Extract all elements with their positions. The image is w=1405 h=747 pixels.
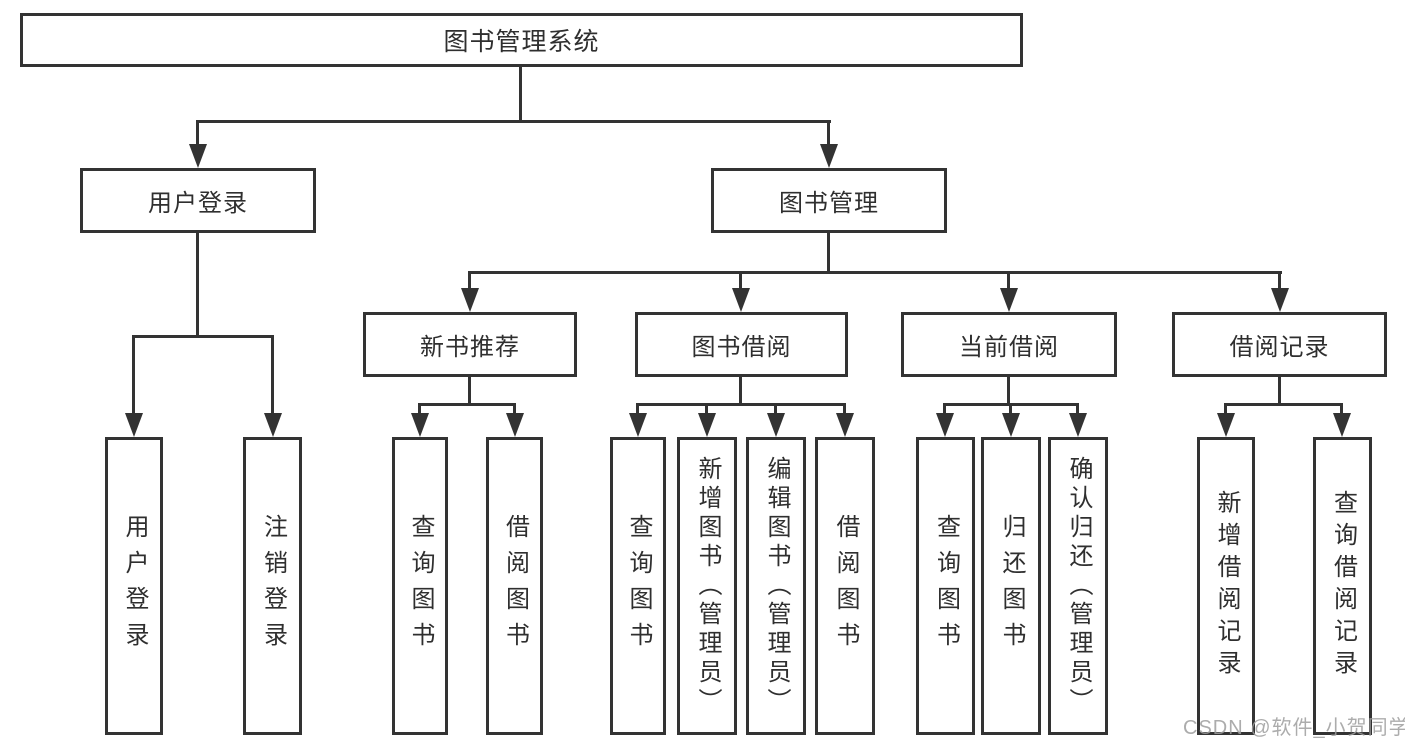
arrowhead-down-icon	[264, 413, 282, 437]
arrowhead-down-icon	[1002, 413, 1020, 437]
connector-line	[1224, 403, 1227, 413]
arrowhead-down-icon	[629, 413, 647, 437]
node-book-borrow: 图书借阅	[635, 312, 848, 377]
leaf-label: 查询借阅记录	[1329, 490, 1357, 682]
leaf-label: 用户登录	[121, 514, 148, 658]
connector-line	[827, 120, 830, 144]
leaf-label: 查询图书	[407, 514, 434, 658]
arrowhead-down-icon	[1069, 413, 1087, 437]
leaf-label: 归还图书	[998, 514, 1025, 658]
arrowhead-down-icon	[189, 144, 207, 168]
arrowhead-down-icon	[820, 144, 838, 168]
connector-line	[132, 335, 135, 413]
node-root-label: 图书管理系统	[443, 28, 600, 56]
connector-line	[739, 271, 742, 288]
leaf-add-book-admin: 新增图书（管理员）	[677, 437, 737, 735]
arrowhead-down-icon	[411, 413, 429, 437]
node-book-management: 图书管理	[711, 168, 947, 233]
leaf-query-book-recommend: 查询图书	[392, 437, 448, 735]
arrowhead-down-icon	[1000, 288, 1018, 312]
node-label: 图书管理	[779, 190, 879, 217]
connector-line	[132, 335, 274, 338]
leaf-edit-book-admin: 编辑图书（管理员）	[746, 437, 806, 735]
leaf-confirm-return-admin: 确认归还（管理员）	[1048, 437, 1108, 735]
connector-line	[513, 403, 516, 413]
leaf-label: 编辑图书（管理员）	[763, 455, 790, 717]
leaf-label: 查询图书	[932, 514, 960, 658]
connector-line	[519, 67, 522, 120]
connector-line	[636, 403, 639, 413]
leaf-label: 新增借阅记录	[1213, 490, 1240, 682]
node-label: 当前借阅	[959, 334, 1059, 361]
connector-line	[636, 403, 846, 406]
arrowhead-down-icon	[1217, 413, 1235, 437]
connector-line	[468, 377, 471, 403]
leaf-label: 注销登录	[259, 514, 287, 658]
leaf-logout: 注销登录	[243, 437, 302, 735]
connector-line	[1076, 403, 1079, 413]
connector-line	[1007, 377, 1010, 403]
connector-line	[1009, 403, 1012, 413]
node-label: 图书借阅	[691, 334, 792, 361]
leaf-label: 查询图书	[625, 514, 652, 658]
arrowhead-down-icon	[732, 288, 750, 312]
connector-line	[196, 120, 199, 144]
connector-line	[739, 377, 742, 403]
leaf-query-borrow-record: 查询借阅记录	[1313, 437, 1372, 735]
arrowhead-down-icon	[767, 413, 785, 437]
arrowhead-down-icon	[125, 413, 143, 437]
connector-line	[196, 120, 831, 123]
arrowhead-down-icon	[461, 288, 479, 312]
node-borrow-record: 借阅记录	[1172, 312, 1387, 377]
connector-line	[1224, 403, 1343, 406]
connector-line	[1007, 271, 1010, 288]
leaf-query-book-borrow: 查询图书	[610, 437, 666, 735]
leaf-borrow-book-recommend: 借阅图书	[486, 437, 543, 735]
node-label: 新书推荐	[420, 334, 520, 361]
leaf-user-login: 用户登录	[105, 437, 163, 735]
node-label: 借阅记录	[1229, 334, 1330, 361]
leaf-label: 借阅图书	[501, 514, 529, 658]
arrowhead-down-icon	[1271, 288, 1289, 312]
leaf-add-borrow-record: 新增借阅记录	[1197, 437, 1255, 735]
arrowhead-down-icon	[936, 413, 954, 437]
connector-line	[418, 403, 516, 406]
node-label: 用户登录	[148, 190, 248, 217]
connector-line	[774, 403, 777, 413]
arrowhead-down-icon	[698, 413, 716, 437]
connector-line	[271, 335, 274, 413]
node-current-borrow: 当前借阅	[901, 312, 1117, 377]
watermark: CSDN @软件_小贺同学	[1183, 717, 1405, 739]
arrowhead-down-icon	[506, 413, 524, 437]
leaf-borrow-book: 借阅图书	[815, 437, 875, 735]
connector-line	[1340, 403, 1343, 413]
connector-line	[196, 233, 199, 335]
node-new-book-recommend: 新书推荐	[363, 312, 577, 377]
connector-line	[705, 403, 708, 413]
leaf-label: 确认归还（管理员）	[1065, 455, 1092, 717]
node-root: 图书管理系统	[20, 13, 1023, 67]
connector-line	[418, 403, 421, 413]
connector-line	[1278, 377, 1281, 403]
arrowhead-down-icon	[1333, 413, 1351, 437]
connector-line	[843, 403, 846, 413]
connector-line	[1278, 271, 1281, 288]
connector-line	[827, 233, 830, 271]
leaf-return-book: 归还图书	[981, 437, 1041, 735]
arrowhead-down-icon	[836, 413, 854, 437]
connector-line	[943, 403, 946, 413]
connector-line	[468, 271, 1282, 274]
connector-line	[468, 271, 471, 288]
node-user-login: 用户登录	[80, 168, 316, 233]
leaf-label: 借阅图书	[832, 514, 859, 658]
leaf-query-book-current: 查询图书	[916, 437, 975, 735]
leaf-label: 新增图书（管理员）	[694, 455, 721, 717]
